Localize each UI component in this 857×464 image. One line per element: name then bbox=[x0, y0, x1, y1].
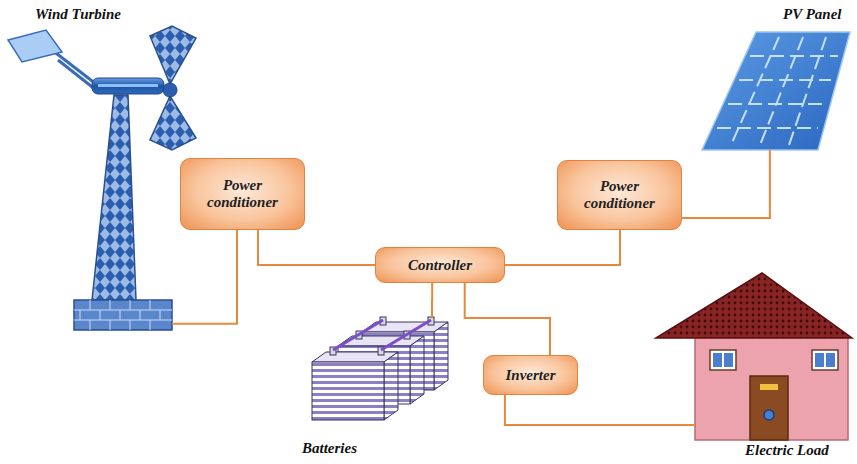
battery bbox=[312, 347, 398, 420]
battery-strap bbox=[333, 320, 383, 350]
wire-connector bbox=[505, 230, 620, 265]
wire-connector bbox=[465, 283, 550, 355]
nacelle-stripe bbox=[98, 84, 158, 87]
wire-connector bbox=[258, 230, 375, 265]
tower-base bbox=[74, 300, 172, 330]
panel-surface bbox=[702, 32, 850, 150]
rotor-hub bbox=[163, 83, 177, 97]
power-conditioner-box: Power conditioner bbox=[557, 160, 682, 230]
batteries: Batteries bbox=[300, 318, 445, 458]
window-pane bbox=[826, 353, 835, 367]
window-pane bbox=[815, 353, 824, 367]
window bbox=[812, 350, 838, 370]
door-window bbox=[760, 384, 778, 390]
inverter-box: Inverter bbox=[483, 355, 578, 395]
tail-vane bbox=[8, 30, 62, 62]
tail-boom bbox=[58, 60, 96, 90]
battery-strap bbox=[381, 320, 431, 350]
tower bbox=[92, 95, 136, 300]
box-label: Controller bbox=[408, 257, 472, 274]
wire-connector bbox=[505, 395, 695, 425]
box-label: Inverter bbox=[506, 367, 556, 384]
component-label: Electric Load bbox=[745, 442, 829, 459]
wind-turbine-drawing bbox=[8, 26, 196, 330]
wind-turbine: Wind Turbine bbox=[8, 6, 172, 332]
component-label: Batteries bbox=[302, 440, 357, 457]
nacelle bbox=[92, 78, 164, 94]
component-label: Wind Turbine bbox=[35, 6, 121, 23]
house-wall bbox=[695, 336, 848, 440]
component-label: PV Panel bbox=[783, 6, 841, 23]
batteries-drawing bbox=[312, 317, 448, 420]
tail-boom bbox=[52, 50, 96, 84]
pv-panel-drawing bbox=[702, 32, 850, 150]
house-drawing bbox=[656, 273, 852, 440]
window-pane bbox=[713, 353, 722, 367]
door bbox=[750, 376, 788, 440]
rotor-blade bbox=[150, 96, 196, 150]
brick-lines bbox=[74, 300, 172, 330]
door-knob bbox=[764, 410, 774, 420]
wire-connector bbox=[431, 283, 433, 318]
pv-panel: PV Panel bbox=[700, 6, 852, 150]
box-label: Power conditioner bbox=[193, 177, 293, 211]
controller-box: Controller bbox=[375, 247, 505, 283]
electric-load: Electric Load bbox=[695, 272, 852, 460]
rotor-blade bbox=[150, 26, 196, 84]
power-conditioner-box: Power conditioner bbox=[180, 158, 305, 230]
box-label: Power conditioner bbox=[570, 178, 670, 212]
window-pane bbox=[724, 353, 733, 367]
wire-connector bbox=[172, 230, 237, 324]
window bbox=[710, 350, 736, 370]
wire-connector bbox=[682, 150, 770, 218]
house-roof bbox=[656, 273, 852, 338]
panel-cells bbox=[717, 37, 838, 145]
